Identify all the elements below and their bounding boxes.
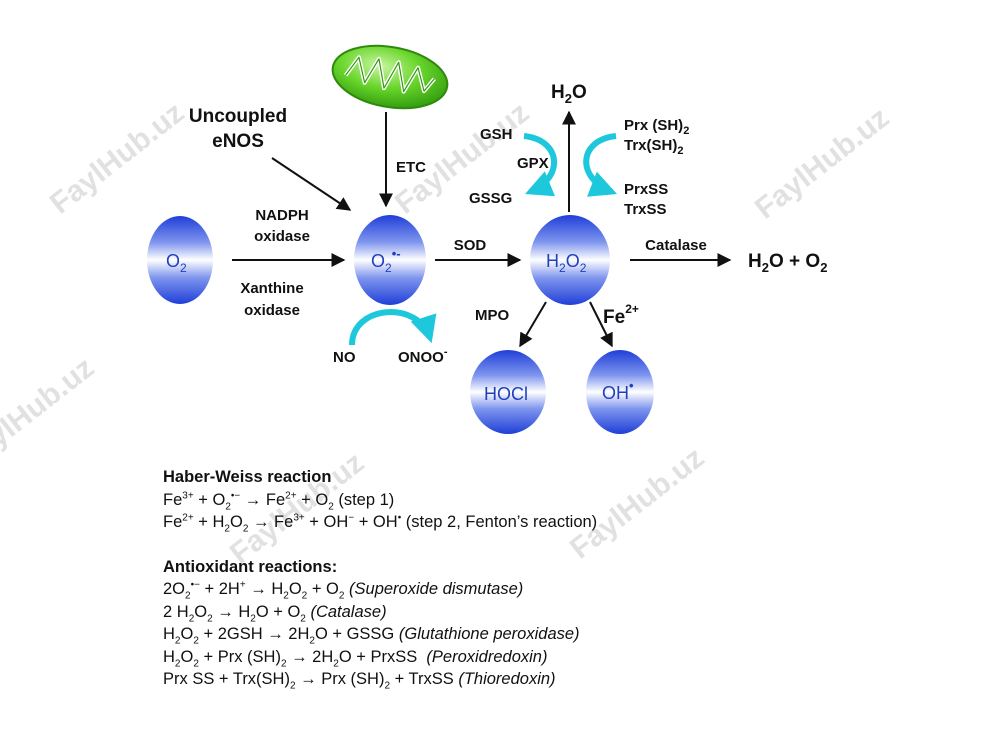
gsh-label: GSH — [480, 126, 513, 143]
arrow-h2o2-to-hocl — [519, 301, 547, 348]
hocl-label: HOCl — [484, 384, 528, 404]
arrow-gsh-to-gssg — [523, 133, 558, 197]
etc-label: ETC — [396, 159, 426, 176]
haber-weiss-title: Haber-Weiss reaction — [163, 468, 332, 486]
o2-label: O2 — [166, 251, 187, 275]
haber-weiss-step2: Fe2+ + H2O2 → Fe3+ + OH− + OH• (step 2, … — [163, 512, 598, 535]
mpo-label: MPO — [475, 307, 510, 324]
antioxidant-reaction-gpx: H2O2 + 2GSH → 2H2O + GSSG (Glutathione p… — [163, 625, 580, 647]
onoo-label: ONOO- — [398, 346, 448, 366]
catalase-label: Catalase — [645, 237, 707, 254]
trx-sh2-label: Trx(SH)2 — [624, 137, 683, 157]
gpx-label: GPX — [517, 155, 549, 172]
antioxidant-reaction-trx: Prx SS + Trx(SH)2 → Prx (SH)2 + TrxSS (T… — [163, 670, 556, 692]
h2o-o2-product: H2O + O2 — [748, 251, 827, 275]
arrow-prx-to-prxss — [583, 133, 618, 197]
h2o2-label: H2O2 — [546, 251, 587, 275]
prx-sh2-label: Prx (SH)2 — [624, 117, 689, 137]
hocl-sphere — [470, 350, 546, 434]
antioxidant-reaction-catalase: 2 H2O2 → H2O + O2 (Catalase) — [163, 602, 387, 624]
trxss-label: TrxSS — [624, 201, 667, 218]
prxss-label: PrxSS — [624, 181, 668, 198]
watermark: FaylHub.uz — [44, 96, 190, 221]
superoxide-sphere — [354, 215, 426, 305]
arrow-enos-to-superoxide — [271, 157, 352, 211]
oh-radical-label: OH• — [602, 378, 634, 403]
mitochondrion-icon — [331, 44, 449, 110]
antioxidant-reaction-sod: 2O2•− + 2H+ → H2O2 + O2 (Superoxide dism… — [163, 579, 524, 602]
gssg-label: GSSG — [469, 190, 512, 207]
fe2-label: Fe2+ — [603, 302, 639, 328]
watermark: FaylHub.uz — [0, 351, 100, 476]
h2o-top-product: H2O — [551, 82, 587, 106]
no-label: NO — [333, 349, 356, 366]
equations-panel: Haber-Weiss reaction Fe3+ + O2•− → Fe2+ … — [163, 466, 863, 691]
arrow-h2o2-to-oh-radical — [589, 301, 613, 348]
arrow-no-to-onoo — [349, 309, 437, 346]
superoxide-label: O2•- — [371, 246, 401, 275]
antioxidant-title: Antioxidant reactions: — [163, 557, 338, 576]
h2o2-sphere — [530, 215, 610, 305]
watermark: FaylHub.uz — [749, 101, 895, 226]
sod-label: SOD — [454, 237, 487, 254]
oh-radical-sphere — [586, 350, 654, 434]
haber-weiss-step1: Fe3+ + O2•− → Fe2+ + O2 (step 1) — [163, 490, 395, 512]
o2-sphere — [147, 216, 213, 304]
antioxidant-reaction-prx: H2O2 + Prx (SH)2 → 2H2O + PrxSS (Peroxid… — [163, 647, 548, 669]
